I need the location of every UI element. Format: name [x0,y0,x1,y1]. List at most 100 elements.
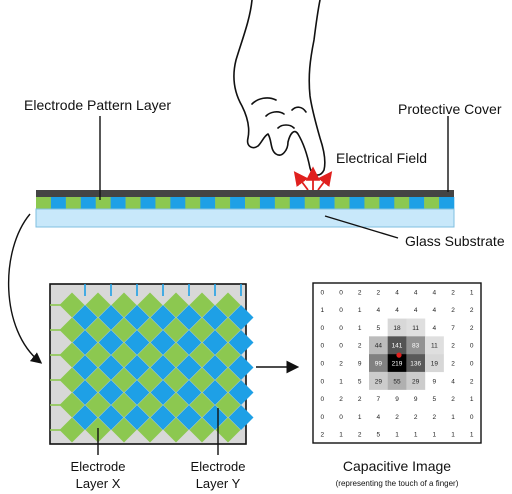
capacitive-value: 29 [375,378,383,385]
electrode-y-diamond [202,305,228,330]
capacitive-value: 1 [451,432,455,439]
electrode-strip-block [394,197,410,209]
electrode-strip-block [259,197,276,209]
capacitive-cell [406,354,426,373]
electrode-y-diamond [228,305,254,330]
capacitive-value: 0 [321,396,325,403]
capacitive-value: 0 [321,289,325,296]
capacitive-cell [369,336,388,355]
electrode-x-diamond [163,367,189,393]
capacitive-cell [387,371,407,390]
electrode-strip-block [170,197,186,209]
capacitive-cell [406,336,426,355]
electrode-strip-block [349,197,365,209]
electrode-x-diamond [85,317,111,343]
electrode-y-diamond [202,330,228,355]
electrode-strip-block [125,197,141,209]
electrode-y-diamond [176,305,202,330]
electrode-x-diamond [111,367,137,393]
electrode-y-diamond [98,330,124,355]
electrode-y-diamond [150,330,176,355]
glass-substrate-leader [324,215,399,239]
capacitive-value: 2 [339,361,343,368]
electrode-x-diamond [163,417,189,443]
touch-point-dot [396,352,402,358]
electrode-strip-block [334,197,350,209]
zoom-curved-arrow [8,213,43,364]
electrode-strip-block [439,197,455,209]
capacitive-value: 4 [414,289,418,296]
electrode-y-diamond [228,330,254,355]
electrode-y-diamond [124,405,150,430]
electrode-y-diamond [176,330,202,355]
electrode-y-diamond [202,355,228,380]
electrode-y-diamond [202,405,228,430]
capacitive-value: 0 [321,414,325,421]
electrode-x-diamond [111,342,137,368]
electrode-y-diamond [176,355,202,380]
capacitive-value: 2 [358,432,362,439]
capacitive-value: 4 [433,307,437,314]
electrode-strip-block [289,197,306,209]
electrode-strip-block [200,197,216,209]
electrode-x-diamond [137,317,163,343]
electrode-x-diamond [189,292,215,318]
capacitive-image-title: Capacitive Image [343,458,451,474]
capacitive-image-caption: (representing the touch of a finger) [336,479,459,488]
capacitive-value: 1 [395,432,399,439]
capacitive-value: 0 [339,307,343,314]
electrode-x-diamond [189,417,215,443]
capacitive-value: 7 [377,396,381,403]
electrode-x-diamond [215,292,241,318]
capacitive-value: 1 [358,307,362,314]
capacitive-value: 0 [470,343,474,350]
capacitive-cell [387,354,407,373]
electrode-x-diamond [111,292,137,318]
capacitive-value: 99 [375,361,383,368]
electrode-strip-block [185,197,201,209]
electrode-x-diamond [85,342,111,368]
capacitive-value: 5 [358,378,362,385]
capacitive-value: 0 [339,289,343,296]
electrode-strip-block [50,197,67,209]
capacitive-value: 141 [392,343,403,350]
electrode-strip-block [409,197,425,209]
capacitive-value: 1 [470,289,474,296]
glass-substrate-layer [35,208,455,228]
electrode-y-diamond [98,305,124,330]
electrode-y-diamond [124,355,150,380]
electrode-strip-block [140,197,156,209]
capacitive-value: 5 [377,325,381,332]
capacitive-value: 2 [358,289,362,296]
hand-icon [233,0,326,176]
electrode-x-diamond [111,417,137,443]
electrode-layer-y-label-2: Layer Y [196,476,241,491]
glass-substrate-label: Glass Substrate [405,233,505,249]
electrode-x-diamond [85,292,111,318]
capacitive-value: 9 [414,396,418,403]
electrode-y-diamond [150,305,176,330]
capacitive-value: 7 [451,325,455,332]
capacitive-value: 11 [431,343,438,350]
electrode-y-diamond [98,405,124,430]
electrode-y-diamond [124,305,150,330]
electrode-x-diamond [215,417,241,443]
capacitive-value: 55 [393,378,401,385]
electrode-y-diamond [150,405,176,430]
capacitive-value: 1 [433,432,437,439]
electrode-strip-block [215,197,231,209]
capacitive-value: 4 [395,307,399,314]
capacitive-cell [406,318,426,337]
electrode-strip-block [80,197,97,209]
electrode-y-diamond [228,380,254,405]
electrode-strip-block [155,197,171,209]
capacitive-value: 0 [321,325,325,332]
electrode-y-diamond [72,355,98,380]
electrode-strip-block [65,197,82,209]
electrode-x-diamond [163,317,189,343]
electrode-x-diamond [137,342,163,368]
electrode-y-diamond [228,405,254,430]
capacitive-value: 2 [470,378,474,385]
